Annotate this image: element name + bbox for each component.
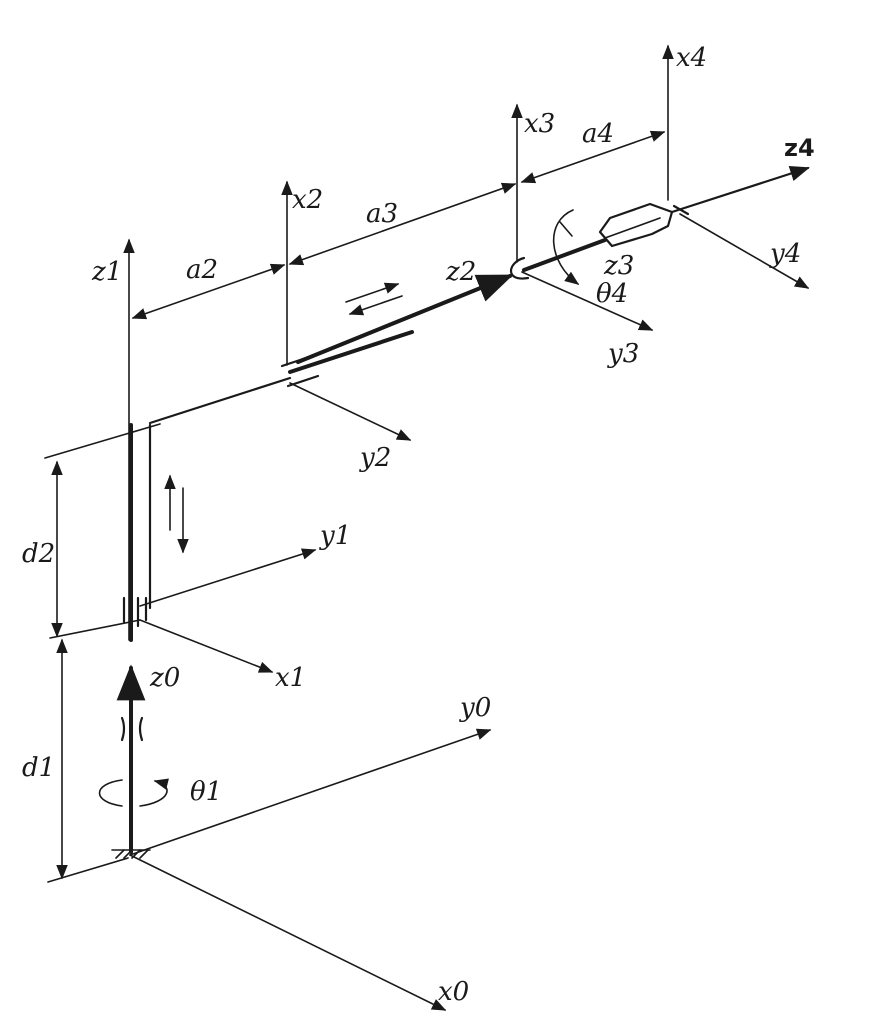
label-theta1: θ1 bbox=[190, 777, 222, 807]
label-z1: z1 bbox=[91, 257, 122, 287]
labels: z1 a2 x2 a3 x3 a4 x4 z4 z2 z3 θ4 y4 y3 y… bbox=[22, 43, 815, 1007]
theta4-rotation-arrow bbox=[552, 209, 580, 285]
axis-y0 bbox=[129, 728, 492, 856]
dimensions-vertical bbox=[44, 423, 161, 883]
label-x4: x4 bbox=[676, 43, 707, 73]
frame-1 bbox=[49, 548, 317, 673]
axis-y2 bbox=[289, 382, 412, 441]
column bbox=[98, 238, 189, 854]
axis-z2 bbox=[296, 274, 514, 364]
axis-y3 bbox=[521, 271, 654, 331]
theta1-rotation-arrow bbox=[98, 780, 168, 807]
a3-motion-arrow-1 bbox=[345, 282, 400, 303]
label-z0: z0 bbox=[149, 663, 180, 693]
label-d2: d2 bbox=[22, 539, 55, 569]
label-y2: y2 bbox=[359, 443, 391, 473]
label-x1: x1 bbox=[275, 663, 306, 693]
dim-a3 bbox=[288, 182, 517, 266]
dim-a4 bbox=[520, 130, 666, 184]
label-x3: x3 bbox=[524, 109, 555, 139]
label-z2: z2 bbox=[445, 257, 476, 287]
d1-d2-boundary-line bbox=[49, 619, 141, 639]
axis-z4 bbox=[670, 165, 810, 214]
label-y1: y1 bbox=[319, 521, 351, 551]
gripper bbox=[598, 202, 674, 248]
label-a3: a3 bbox=[366, 199, 398, 229]
label-y4: y4 bbox=[769, 239, 801, 269]
label-x2: x2 bbox=[292, 185, 323, 215]
dimensions-horizontal bbox=[131, 130, 666, 320]
label-d1: d1 bbox=[22, 753, 55, 783]
dim-a2 bbox=[131, 263, 286, 320]
axis-y4 bbox=[679, 213, 810, 289]
axis-y1 bbox=[139, 548, 317, 607]
label-a4: a4 bbox=[582, 119, 614, 149]
base-frame bbox=[111, 728, 492, 1011]
label-theta4: θ4 bbox=[596, 279, 628, 309]
label-a2: a2 bbox=[186, 255, 218, 285]
label-z4: z4 bbox=[784, 134, 815, 162]
label-y0: y0 bbox=[459, 693, 491, 723]
label-x0: x0 bbox=[438, 977, 469, 1007]
axis-x0 bbox=[129, 854, 447, 1011]
label-y3: y3 bbox=[607, 339, 639, 369]
a3-motion-arrow-2 bbox=[348, 295, 403, 316]
label-z3: z3 bbox=[603, 251, 634, 281]
axis-x1 bbox=[139, 619, 274, 673]
arm bbox=[148, 180, 514, 441]
frame-3 bbox=[509, 103, 654, 331]
wrist-cup bbox=[509, 256, 530, 280]
frame-4 bbox=[598, 44, 810, 289]
